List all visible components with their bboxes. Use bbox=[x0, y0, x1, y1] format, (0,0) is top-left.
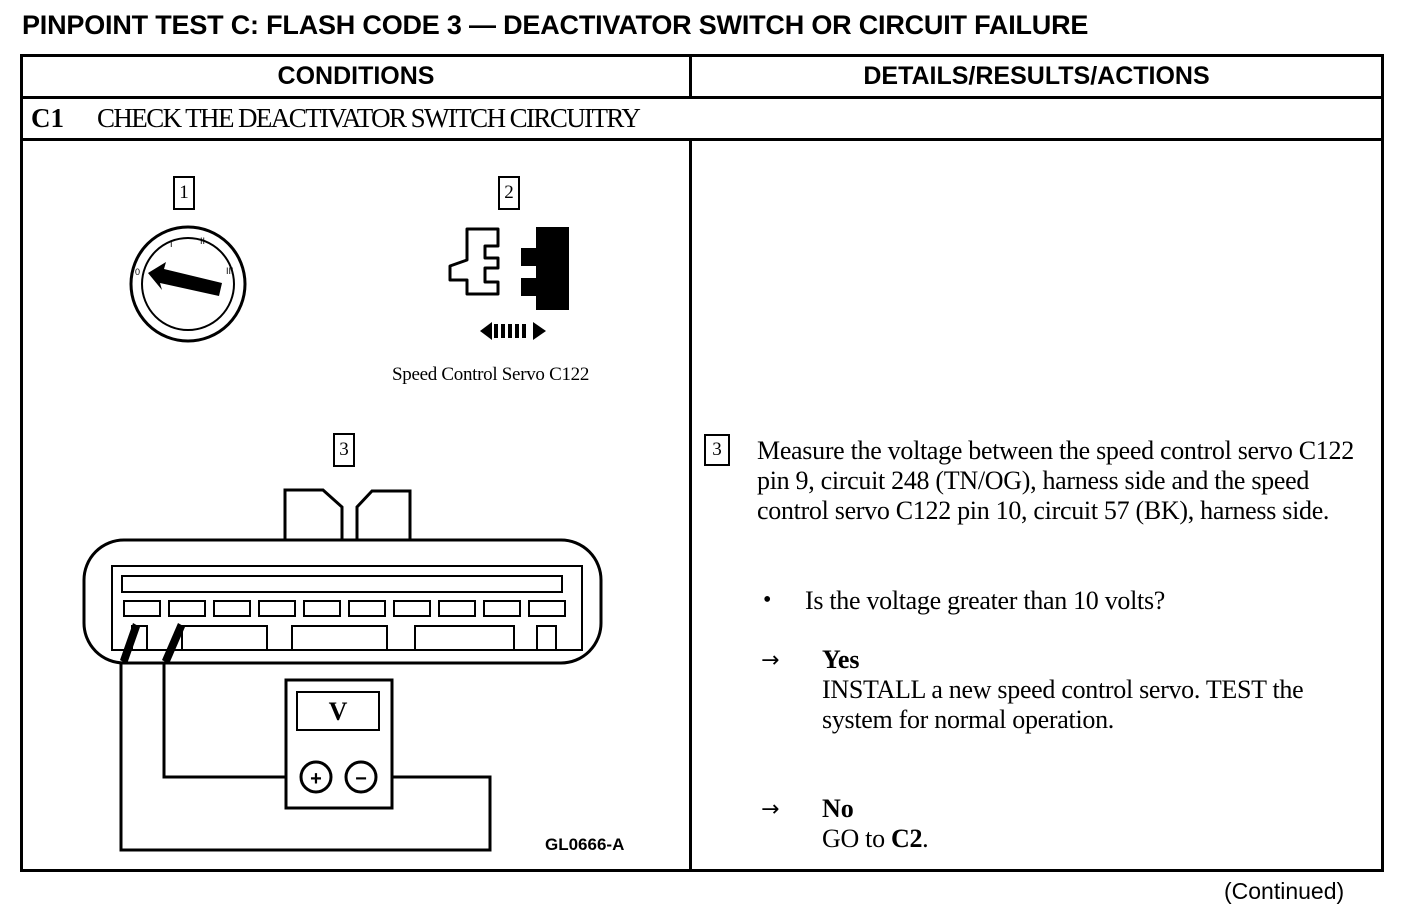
no-action-suffix: . bbox=[922, 824, 929, 853]
yes-action: INSTALL a new speed control servo. TEST … bbox=[822, 675, 1304, 734]
instruction-text: Measure the voltage between the speed co… bbox=[757, 436, 1354, 525]
callout-1: 1 bbox=[173, 176, 195, 210]
voltmeter: V + − bbox=[284, 678, 394, 810]
details-header: DETAILS/RESULTS/ACTIONS bbox=[692, 57, 1381, 99]
positive-terminal-icon bbox=[299, 760, 333, 794]
bullet: • bbox=[763, 587, 772, 613]
ignition-label-3: III bbox=[226, 266, 234, 276]
yes-label: Yes bbox=[822, 645, 860, 674]
negative-sign: − bbox=[355, 768, 367, 790]
continued-label: (Continued) bbox=[1224, 878, 1345, 904]
test-leads bbox=[119, 623, 492, 852]
conditions-header: CONDITIONS bbox=[23, 57, 692, 99]
ignition-switch-icon: 0 I II III bbox=[129, 225, 247, 343]
ignition-label-1: I bbox=[170, 239, 173, 249]
step-number: C1 bbox=[31, 103, 64, 133]
ignition-label-off: 0 bbox=[135, 267, 140, 277]
no-arrow-icon: → bbox=[761, 797, 780, 822]
details-callout-3: 3 bbox=[704, 434, 730, 466]
harness-connector-c122 bbox=[82, 488, 603, 665]
step-row: C1 CHECK THE DEACTIVATOR SWITCH CIRCUITR… bbox=[23, 99, 1381, 141]
no-label: No bbox=[822, 794, 854, 823]
callout-3: 3 bbox=[333, 433, 355, 467]
connector-disconnect-icon bbox=[448, 227, 569, 340]
connector-caption: Speed Control Servo C122 bbox=[392, 364, 590, 385]
no-action-prefix: GO to bbox=[822, 824, 891, 853]
test-question: Is the voltage greater than 10 volts? bbox=[805, 586, 1165, 615]
step-title: CHECK THE DEACTIVATOR SWITCH CIRCUITRY bbox=[97, 103, 641, 133]
test-table: CONDITIONS DETAILS/RESULTS/ACTIONS C1 CH… bbox=[20, 54, 1384, 872]
ignition-label-2: II bbox=[200, 236, 205, 246]
no-action: GO to C2. bbox=[822, 824, 1362, 854]
meter-label: V bbox=[329, 697, 348, 726]
figure-id: GL0666-A bbox=[545, 835, 625, 854]
yes-arrow-icon: → bbox=[761, 648, 780, 673]
positive-sign: + bbox=[310, 768, 322, 790]
no-action-target: C2 bbox=[890, 824, 923, 853]
callout-2: 2 bbox=[498, 176, 520, 210]
column-divider bbox=[689, 141, 692, 872]
negative-terminal-icon bbox=[344, 760, 378, 794]
page-title: PINPOINT TEST C: FLASH CODE 3 — DEACTIVA… bbox=[22, 10, 1089, 40]
